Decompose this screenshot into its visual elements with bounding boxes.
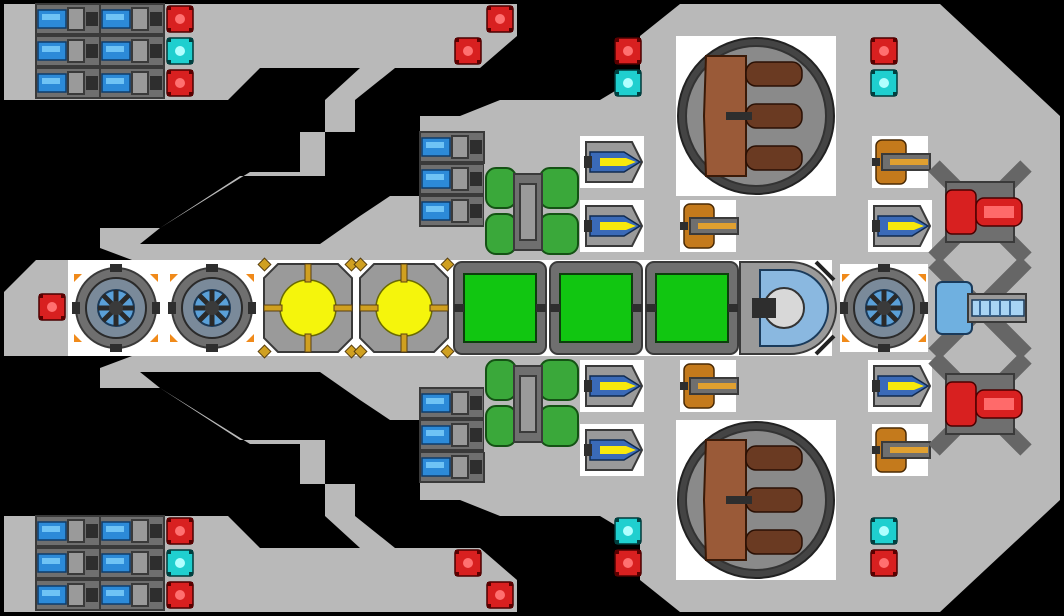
fuel-tank-icon: [453, 261, 547, 355]
thruster-icon: [35, 3, 101, 35]
thruster-icon: [419, 451, 485, 483]
armor-node-icon: [614, 37, 642, 65]
armor-node-icon: [486, 5, 514, 33]
armor-node-icon: [870, 37, 898, 65]
thruster-icon: [35, 515, 101, 547]
laser-turret-icon: [871, 135, 931, 189]
thruster-icon: [99, 67, 165, 99]
armor-node-icon: [166, 517, 194, 545]
missile-launcher-icon: [579, 199, 645, 253]
shield-node-icon: [614, 517, 642, 545]
thruster-icon: [99, 515, 165, 547]
heavy-turret-dome-icon: [675, 419, 837, 581]
thruster-icon: [99, 3, 165, 35]
thruster-icon: [419, 387, 485, 419]
plasma-launcher-icon: [932, 164, 1028, 260]
laser-turret-icon: [679, 199, 739, 253]
thruster-icon: [419, 419, 485, 451]
shield-node-icon: [166, 549, 194, 577]
central-spine: [68, 257, 928, 359]
reactor-hub-icon: [72, 264, 160, 352]
cockpit-dome-icon: [739, 260, 837, 356]
plasma-launcher-icon: [932, 356, 1028, 452]
armor-node-icon: [454, 37, 482, 65]
heavy-turret-dome-icon: [675, 35, 837, 197]
thruster-icon: [419, 163, 485, 195]
thruster-icon: [419, 131, 485, 163]
armor-node-icon: [166, 581, 194, 609]
fuel-tank-icon: [645, 261, 739, 355]
forward-laser-cannon-icon: [928, 256, 1032, 360]
gas-tank-icon: [483, 355, 581, 453]
missile-launcher-icon: [579, 423, 645, 477]
shield-node-icon: [166, 37, 194, 65]
shield-node-icon: [614, 69, 642, 97]
fuel-tank-icon: [549, 261, 643, 355]
thruster-icon: [35, 579, 101, 611]
missile-launcher-icon: [867, 359, 933, 413]
missile-launcher-icon: [867, 199, 933, 253]
reactor-hub-icon: [168, 264, 256, 352]
missile-launcher-icon: [579, 359, 645, 413]
thruster-bank-top-left: [35, 3, 165, 99]
thruster-icon: [35, 35, 101, 67]
power-core-icon: [257, 257, 359, 359]
armor-node-icon: [38, 293, 66, 321]
armor-node-icon: [614, 549, 642, 577]
thruster-icon: [419, 195, 485, 227]
armor-node-icon: [870, 549, 898, 577]
laser-turret-icon: [871, 423, 931, 477]
thruster-bank-upper-center: [419, 131, 485, 227]
thruster-icon: [35, 547, 101, 579]
power-core-icon: [353, 257, 455, 359]
thruster-icon: [99, 547, 165, 579]
thruster-icon: [35, 67, 101, 99]
gas-tank-icon: [483, 163, 581, 261]
thruster-icon: [99, 579, 165, 611]
armor-node-icon: [454, 549, 482, 577]
armor-node-icon: [166, 5, 194, 33]
laser-turret-icon: [679, 359, 739, 413]
thruster-bank-lower-center: [419, 387, 485, 483]
missile-launcher-icon: [579, 135, 645, 189]
shield-node-icon: [870, 69, 898, 97]
armor-node-icon: [486, 581, 514, 609]
shield-node-icon: [870, 517, 898, 545]
thruster-bank-bottom-left: [35, 515, 165, 611]
thruster-icon: [99, 35, 165, 67]
armor-node-icon: [166, 69, 194, 97]
reactor-hub-icon: [840, 264, 928, 352]
